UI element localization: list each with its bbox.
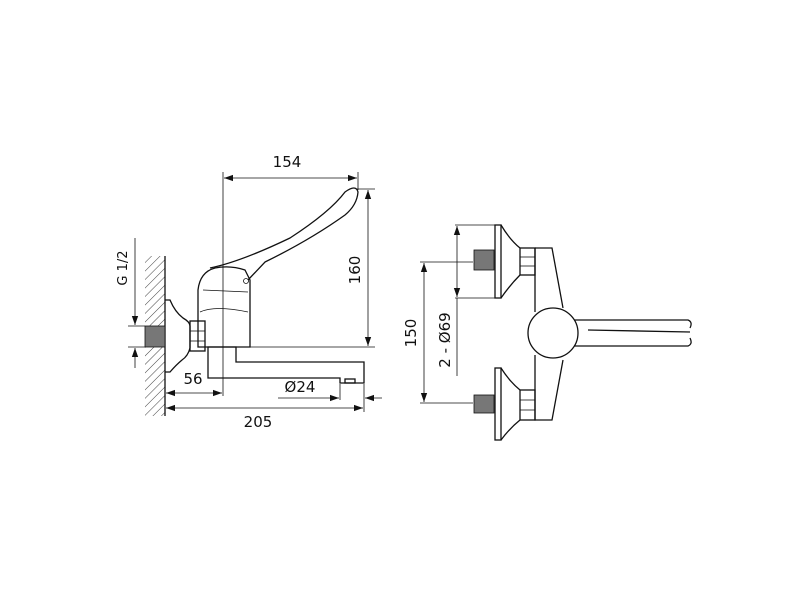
dim-g12-label: G 1/2 xyxy=(116,250,131,285)
handle-hub xyxy=(527,307,579,359)
front-body xyxy=(534,247,564,421)
spout xyxy=(207,346,365,384)
side-view: 154 160 G 1/2 56 Ø24 205 xyxy=(116,153,382,431)
dim-56-label: 56 xyxy=(183,370,202,388)
bottom-nut xyxy=(519,389,536,421)
front-lever xyxy=(574,319,692,347)
dim-d24-label: Ø24 xyxy=(285,378,316,396)
bottom-flange xyxy=(494,367,502,441)
front-view: 150 2 - Ø69 xyxy=(402,224,692,441)
lever-handle xyxy=(209,187,359,281)
dim-205-label: 205 xyxy=(244,413,273,431)
wall-flange xyxy=(165,299,191,373)
top-nut xyxy=(519,247,536,276)
thread xyxy=(144,325,166,348)
dim-150-label: 150 xyxy=(402,319,420,348)
dim-154-label: 154 xyxy=(273,153,302,171)
dim-2xd69-label: 2 - Ø69 xyxy=(436,312,454,367)
top-flange xyxy=(494,224,502,299)
body xyxy=(197,266,251,348)
dim-160-label: 160 xyxy=(346,256,364,285)
